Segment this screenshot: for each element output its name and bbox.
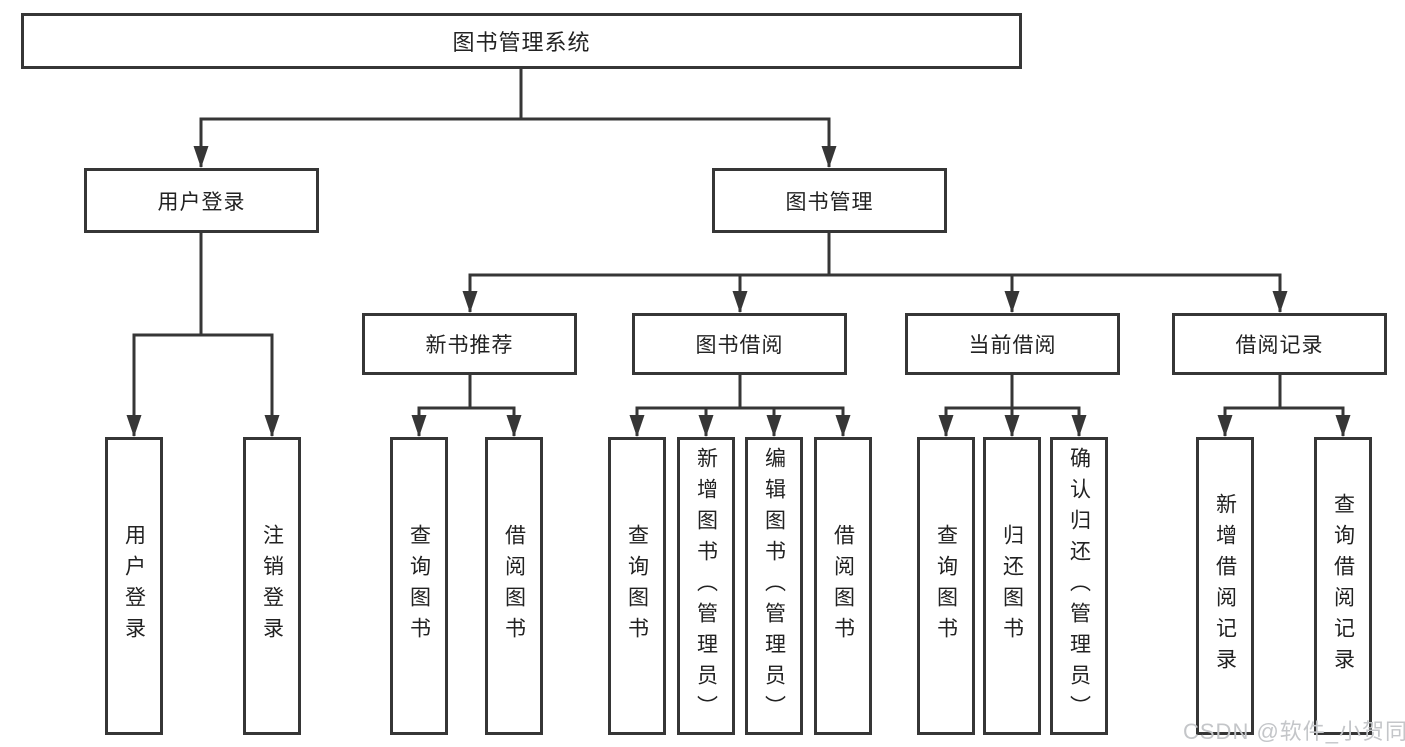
leaf-add-book-admin: 新增图书（管理员）	[677, 437, 735, 735]
leaf-query-books-recommend: 查询图书	[390, 437, 448, 735]
node-borrow-records: 借阅记录	[1172, 313, 1387, 375]
node-user-login: 用户登录	[84, 168, 319, 233]
leaf-borrow-books: 借阅图书	[814, 437, 872, 735]
leaf-confirm-return-admin-label: 确认归还（管理员）	[1067, 446, 1091, 726]
leaf-add-borrow-record: 新增借阅记录	[1196, 437, 1254, 735]
node-book-borrow: 图书借阅	[632, 313, 847, 375]
leaf-user-login-label: 用户登录	[122, 524, 146, 648]
node-root: 图书管理系统	[21, 13, 1022, 69]
leaf-query-books-recommend-label: 查询图书	[407, 524, 431, 648]
leaf-borrow-books-recommend-label: 借阅图书	[502, 524, 526, 648]
leaf-borrow-books-recommend: 借阅图书	[485, 437, 543, 735]
node-new-book-recommend: 新书推荐	[362, 313, 577, 375]
leaf-edit-book-admin-label: 编辑图书（管理员）	[762, 446, 786, 726]
leaf-return-books: 归还图书	[983, 437, 1041, 735]
leaf-borrow-books-label: 借阅图书	[831, 524, 855, 648]
leaf-query-books-borrow: 查询图书	[608, 437, 666, 735]
leaf-query-books-current: 查询图书	[917, 437, 975, 735]
leaf-edit-book-admin: 编辑图书（管理员）	[745, 437, 803, 735]
leaf-user-login: 用户登录	[105, 437, 163, 735]
leaf-query-borrow-record: 查询借阅记录	[1314, 437, 1372, 735]
leaf-logout-label: 注销登录	[260, 524, 284, 648]
node-current-borrow: 当前借阅	[905, 313, 1120, 375]
leaf-query-books-current-label: 查询图书	[934, 524, 958, 648]
node-book-management: 图书管理	[712, 168, 947, 233]
leaf-query-borrow-record-label: 查询借阅记录	[1331, 493, 1355, 679]
csdn-watermark: CSDN @软件_小贺同学	[1183, 719, 1405, 744]
leaf-confirm-return-admin: 确认归还（管理员）	[1050, 437, 1108, 735]
leaf-add-borrow-record-label: 新增借阅记录	[1213, 493, 1237, 679]
leaf-logout: 注销登录	[243, 437, 301, 735]
leaf-add-book-admin-label: 新增图书（管理员）	[694, 446, 718, 726]
leaf-return-books-label: 归还图书	[1000, 524, 1024, 648]
leaf-query-books-borrow-label: 查询图书	[625, 524, 649, 648]
